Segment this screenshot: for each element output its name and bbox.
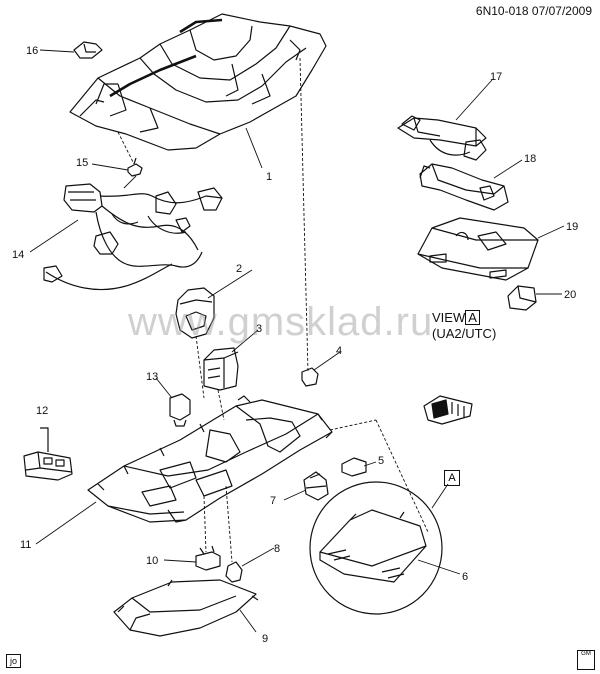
- part-14-wiring-harness: [43, 183, 223, 291]
- callout-9: 9: [262, 633, 268, 645]
- callout-3: 3: [256, 323, 262, 335]
- part-16-clip: [73, 41, 103, 59]
- view-label-option: (UA2/UTC): [432, 326, 497, 341]
- part-7-socket: [303, 471, 329, 501]
- part-15-screw: [127, 157, 143, 177]
- part-18-bracket: [419, 163, 509, 211]
- part-8-bulb: [225, 561, 243, 583]
- callout-4: 4: [336, 345, 342, 357]
- callout-6: 6: [462, 571, 468, 583]
- part-13-socket: [169, 393, 191, 427]
- part-12-switch: [23, 427, 73, 481]
- part-11-console-housing: [87, 395, 333, 523]
- callout-18: 18: [524, 153, 536, 165]
- watermark: www.gmsklad.ru: [128, 300, 434, 344]
- part-2-socket: [175, 287, 215, 339]
- part-19-lamp-assembly: [417, 217, 539, 281]
- part-1-roof-frame: [69, 13, 327, 151]
- part-10-clip: [195, 545, 221, 571]
- callout-12: 12: [36, 405, 48, 417]
- part-20-lens: [507, 285, 537, 311]
- callout-20: 20: [564, 289, 576, 301]
- gm-logo-icon: GM: [577, 650, 595, 670]
- drawing-number: 6N10-018 07/07/2009: [475, 4, 592, 18]
- part-3-module: [203, 347, 239, 391]
- callout-19: 19: [566, 221, 578, 233]
- callout-2: 2: [236, 263, 242, 275]
- callout-11: 11: [20, 539, 31, 551]
- view-label-word: VIEW: [432, 310, 466, 325]
- callout-8: 8: [274, 543, 280, 555]
- part-4-clip: [301, 367, 319, 387]
- part-9-cover: [113, 579, 259, 637]
- corner-tag: jo: [6, 654, 22, 668]
- callout-7: 7: [270, 495, 276, 507]
- view-arrow-icon: [423, 395, 473, 425]
- callout-14: 14: [12, 249, 24, 261]
- part-6-detail-lamp: [309, 481, 443, 615]
- part-5-lens: [341, 457, 367, 477]
- callout-16: 16: [26, 45, 38, 57]
- callout-15: 15: [76, 157, 88, 169]
- callout-labels: 1 2 3 4 5 6 7 8 9 10 11 12 13 14 15 16 1…: [12, 45, 578, 645]
- callout-17: 17: [490, 71, 502, 83]
- callout-10: 10: [146, 555, 158, 567]
- detail-reference-box: A: [444, 470, 460, 486]
- leader-lines: [29, 49, 565, 633]
- part-17-bracket: [397, 115, 487, 161]
- view-label-box: A: [465, 310, 480, 325]
- callout-5: 5: [378, 455, 384, 467]
- callout-13: 13: [146, 371, 158, 383]
- callout-1: 1: [266, 171, 272, 183]
